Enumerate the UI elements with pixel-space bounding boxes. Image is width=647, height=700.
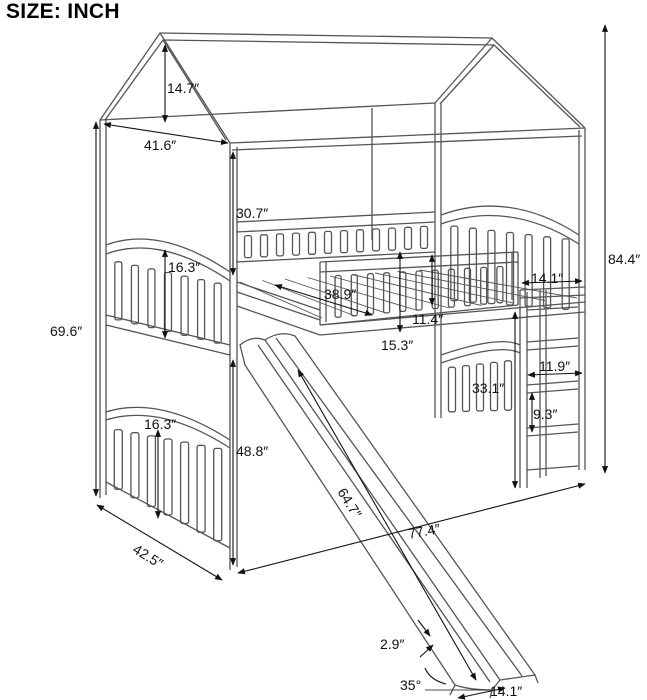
front-guard-rail — [236, 251, 586, 336]
platform-slat — [352, 274, 482, 306]
back-rail-slat — [387, 227, 397, 251]
front-lower-slat — [196, 444, 206, 533]
dim-total-height: 84.4″ — [608, 251, 641, 267]
under-head-slat — [447, 366, 457, 413]
under-head-panel — [440, 341, 521, 413]
front-upper-slat — [180, 275, 189, 337]
back-rail-slat — [355, 229, 365, 253]
dim-slide-angle: 35° — [400, 677, 422, 693]
back-rail-slat — [291, 232, 301, 256]
dim-ladder-step-width: 11.9″ — [539, 358, 571, 374]
head-panel — [440, 205, 580, 310]
back-rail-slat — [307, 231, 317, 255]
back-guard-rail — [235, 211, 436, 263]
dim-floor-to-bed: 48.8″ — [236, 443, 269, 459]
head-panel-slat — [542, 236, 552, 309]
under-head-slat — [489, 361, 499, 412]
front-lower-slat — [130, 432, 140, 499]
front-rail-slat — [382, 272, 391, 314]
front-upper-slat — [196, 278, 206, 340]
platform-slat — [419, 269, 578, 299]
front-rail-slat — [463, 267, 472, 307]
front-upper-slat — [213, 282, 222, 344]
front-lower-slat — [213, 447, 223, 542]
dim-slide-width: 14.1″ — [490, 683, 523, 699]
back-rail-slat — [419, 225, 429, 250]
back-rail-slat — [323, 230, 333, 255]
front-upper-slat — [147, 268, 156, 329]
under-head-slat — [503, 360, 513, 411]
dim-step-spacing: 9.3″ — [533, 406, 558, 422]
dim-top-width: 41.6″ — [144, 137, 177, 153]
under-head-slat — [461, 364, 471, 413]
dim-slide-opening: 38.9″ — [324, 286, 357, 302]
dim-top-to-mattress: 30.7″ — [236, 205, 269, 221]
back-rail-slat — [275, 233, 285, 257]
head-panel-slat — [561, 238, 570, 310]
ladder — [519, 286, 586, 488]
platform-slat — [374, 272, 514, 304]
dim-end-panel-height: 16.3″ — [144, 416, 177, 432]
dim-under-bed-height: 33.1″ — [472, 380, 505, 396]
dim-slide-side-height: 2.9″ — [380, 636, 405, 652]
front-upper-slat — [130, 264, 140, 325]
front-lower-slat — [146, 435, 157, 508]
dim-guard-height: 16.3″ — [168, 259, 201, 275]
back-rail-slat — [243, 234, 253, 259]
front-rail-slat — [480, 266, 488, 305]
front-lower-slat — [163, 438, 173, 516]
head-panel-slat — [487, 229, 496, 305]
dimension-arrows — [92, 24, 609, 700]
platform-slat — [397, 271, 546, 301]
back-rail-slat — [403, 226, 413, 250]
size-unit-title: SIZE: INCH — [6, 0, 120, 23]
head-panel-slat — [505, 231, 515, 306]
back-rail-slat — [339, 229, 349, 254]
front-rail-slat — [447, 268, 456, 308]
front-end-panel — [105, 238, 231, 549]
back-rail-slat — [371, 228, 381, 252]
dim-side-height: 69.6″ — [50, 323, 83, 339]
front-lower-slat — [179, 441, 190, 525]
dim-rail-height: 11.4″ — [412, 311, 444, 327]
dim-ladder-top-width: 14.1″ — [531, 270, 564, 286]
back-rail-slat — [259, 234, 269, 258]
under-head-slat — [475, 363, 485, 412]
front-lower-slat — [113, 428, 123, 490]
head-panel-slat — [468, 227, 478, 303]
front-upper-slat — [114, 261, 123, 321]
front-rail-slat — [415, 270, 423, 311]
dim-roof-height: 14.7″ — [167, 80, 200, 96]
dim-mattress-gap: 15.3″ — [381, 337, 414, 353]
